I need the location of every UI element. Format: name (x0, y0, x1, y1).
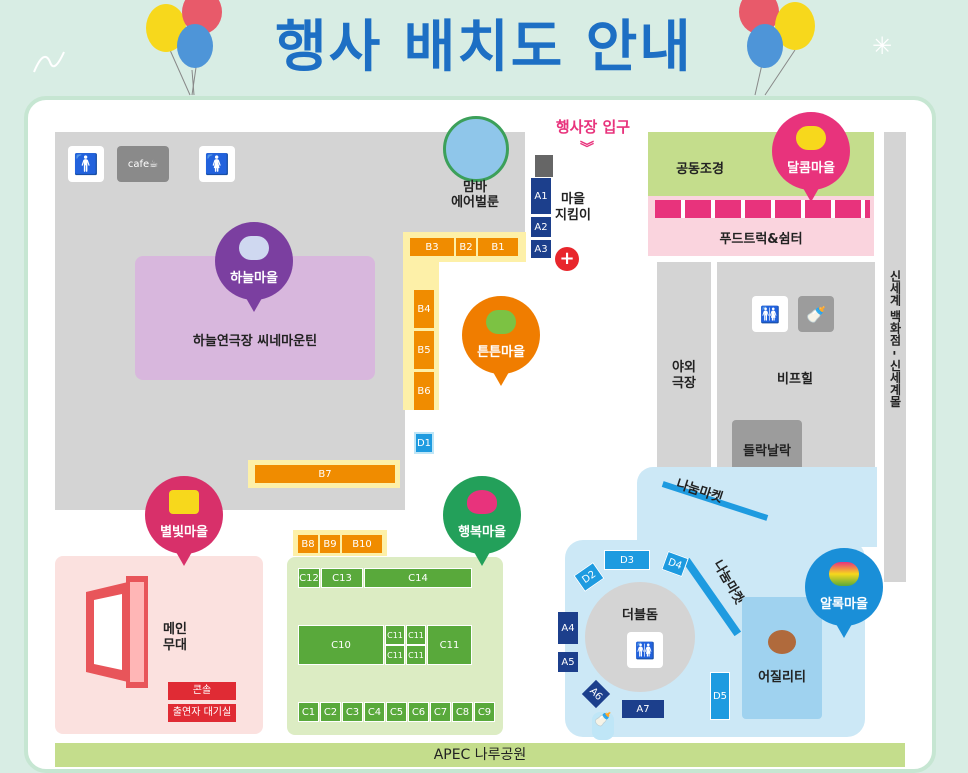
booth-C3[interactable]: C3 (342, 702, 363, 722)
sweet-village-pin[interactable]: 달콤마을 (772, 112, 850, 202)
main-stage-label: 메인 무대 (163, 622, 187, 653)
booth-C8[interactable]: C8 (452, 702, 473, 722)
booth-C14[interactable]: C14 (364, 568, 472, 588)
balloons-left-icon (146, 0, 222, 96)
cafe-icon: cafe☕ (117, 146, 169, 182)
booth-C13[interactable]: C13 (321, 568, 363, 588)
booth-B1[interactable]: B1 (478, 238, 518, 256)
booth-B9[interactable]: B9 (320, 535, 340, 553)
stage-icon (86, 576, 148, 688)
baby-bottle-icon: 🍼 (798, 296, 834, 332)
shinsegae-strip (884, 132, 906, 582)
booth-D5[interactable]: D5 (710, 672, 730, 720)
bifrost-label: 비프힐 (777, 372, 813, 387)
console-label: 콘솔 (168, 682, 236, 700)
booth-C6[interactable]: C6 (408, 702, 429, 722)
dullaknallak-zone (732, 420, 802, 476)
rainbow-village-pin[interactable]: 알록마을 (805, 548, 883, 638)
booth-C11-e[interactable]: C11 (427, 625, 472, 665)
apec-park-label: APEC 나루공원 (55, 743, 905, 767)
rainbow-village-label: 알록마을 (820, 597, 868, 612)
dog-icon (768, 630, 796, 654)
candy-icon (796, 126, 826, 150)
dome-restroom-icon: 🚻 (627, 632, 663, 668)
foodtruck-row-icon (655, 200, 870, 218)
agility-label: 어질리티 (758, 670, 806, 685)
page-title: 행사 배치도 안내 (275, 15, 693, 80)
cloud-icon (239, 236, 269, 260)
entrance-label: 행사장 입구 (555, 118, 631, 136)
foodtruck-label: 푸드트럭&쉼터 (719, 232, 803, 247)
male-restroom-icon: 🚹 (68, 146, 104, 182)
air-balloon-pump-icon (535, 155, 553, 177)
strong-village-label: 튼튼마을 (477, 345, 525, 360)
outdoor-theater-zone (657, 262, 711, 482)
booth-B5[interactable]: B5 (414, 331, 434, 369)
booth-A2[interactable]: A2 (531, 217, 551, 237)
happy-village-pin[interactable]: 행복마을 (443, 476, 521, 566)
booth-C4[interactable]: C4 (364, 702, 385, 722)
booth-C11-a[interactable]: C11 (385, 625, 405, 645)
agility-zone (742, 597, 822, 719)
booth-B10[interactable]: B10 (342, 535, 382, 553)
booth-B8[interactable]: B8 (298, 535, 318, 553)
booth-D3[interactable]: D3 (604, 550, 650, 570)
nanum-area-top (637, 467, 877, 547)
first-aid-icon: + (555, 247, 579, 271)
landscape-label: 공동조경 (676, 162, 724, 177)
booth-B7[interactable]: B7 (255, 465, 395, 483)
booth-C10[interactable]: C10 (298, 625, 384, 665)
booth-C12[interactable]: C12 (298, 568, 320, 588)
booth-C11-c[interactable]: C11 (385, 645, 405, 665)
tree-icon (486, 310, 516, 334)
rainbow-icon (829, 562, 859, 586)
restroom-icon: 🚻 (752, 296, 788, 332)
booth-A5[interactable]: A5 (558, 652, 578, 672)
baby-bottle-icon-2: 🍼 (592, 712, 614, 740)
guardian-label: 마을 지킴이 (555, 192, 591, 223)
booth-C1[interactable]: C1 (298, 702, 319, 722)
sparkle-icon: ✳ (872, 32, 893, 60)
mamba-character-icon (443, 116, 509, 182)
sky-village-label: 하늘마을 (230, 271, 278, 286)
double-dome-label: 더블돔 (622, 608, 658, 623)
booth-C7[interactable]: C7 (430, 702, 451, 722)
entrance-arrow-icon: ︾ (580, 141, 594, 157)
booth-C11-b[interactable]: C11 (406, 625, 426, 645)
booth-B4[interactable]: B4 (414, 290, 434, 328)
star-village-pin[interactable]: 별빛마을 (145, 476, 223, 566)
outdoor-theater-label: 야외 극장 (672, 360, 696, 391)
booth-C9[interactable]: C9 (474, 702, 495, 722)
shinsegae-label: 신세계 백화점 - 신세계몰 (888, 270, 902, 408)
mamba-label: 맘바 에어벌룬 (451, 180, 499, 210)
sky-village-pin[interactable]: 하늘마을 (215, 222, 293, 312)
booth-A1[interactable]: A1 (531, 178, 551, 214)
sweet-village-label: 달콤마을 (787, 161, 835, 176)
booth-A3[interactable]: A3 (531, 240, 551, 258)
strong-village-pin[interactable]: 튼튼마을 (462, 296, 540, 386)
booth-A7[interactable]: A7 (622, 700, 664, 718)
booth-C2[interactable]: C2 (320, 702, 341, 722)
booth-D1[interactable]: D1 (414, 432, 434, 454)
booth-C5[interactable]: C5 (386, 702, 407, 722)
star-icon (169, 490, 199, 514)
female-restroom-icon: 🚺 (199, 146, 235, 182)
balloons-right-icon (739, 0, 815, 96)
swirl-icon (33, 51, 65, 73)
booth-B6[interactable]: B6 (414, 372, 434, 410)
booth-A4[interactable]: A4 (558, 612, 578, 644)
booth-B3[interactable]: B3 (410, 238, 454, 256)
performer-waiting-label: 출연자 대기실 (168, 704, 236, 722)
theater-label: 하늘연극장 씨네마운틴 (192, 334, 318, 349)
heart-icon (467, 490, 497, 514)
booth-B2[interactable]: B2 (456, 238, 476, 256)
dullaknallak-label: 들락날락 (743, 444, 791, 459)
booth-C11-d[interactable]: C11 (406, 645, 426, 665)
happy-village-label: 행복마을 (458, 525, 506, 540)
star-village-label: 별빛마을 (160, 525, 208, 540)
